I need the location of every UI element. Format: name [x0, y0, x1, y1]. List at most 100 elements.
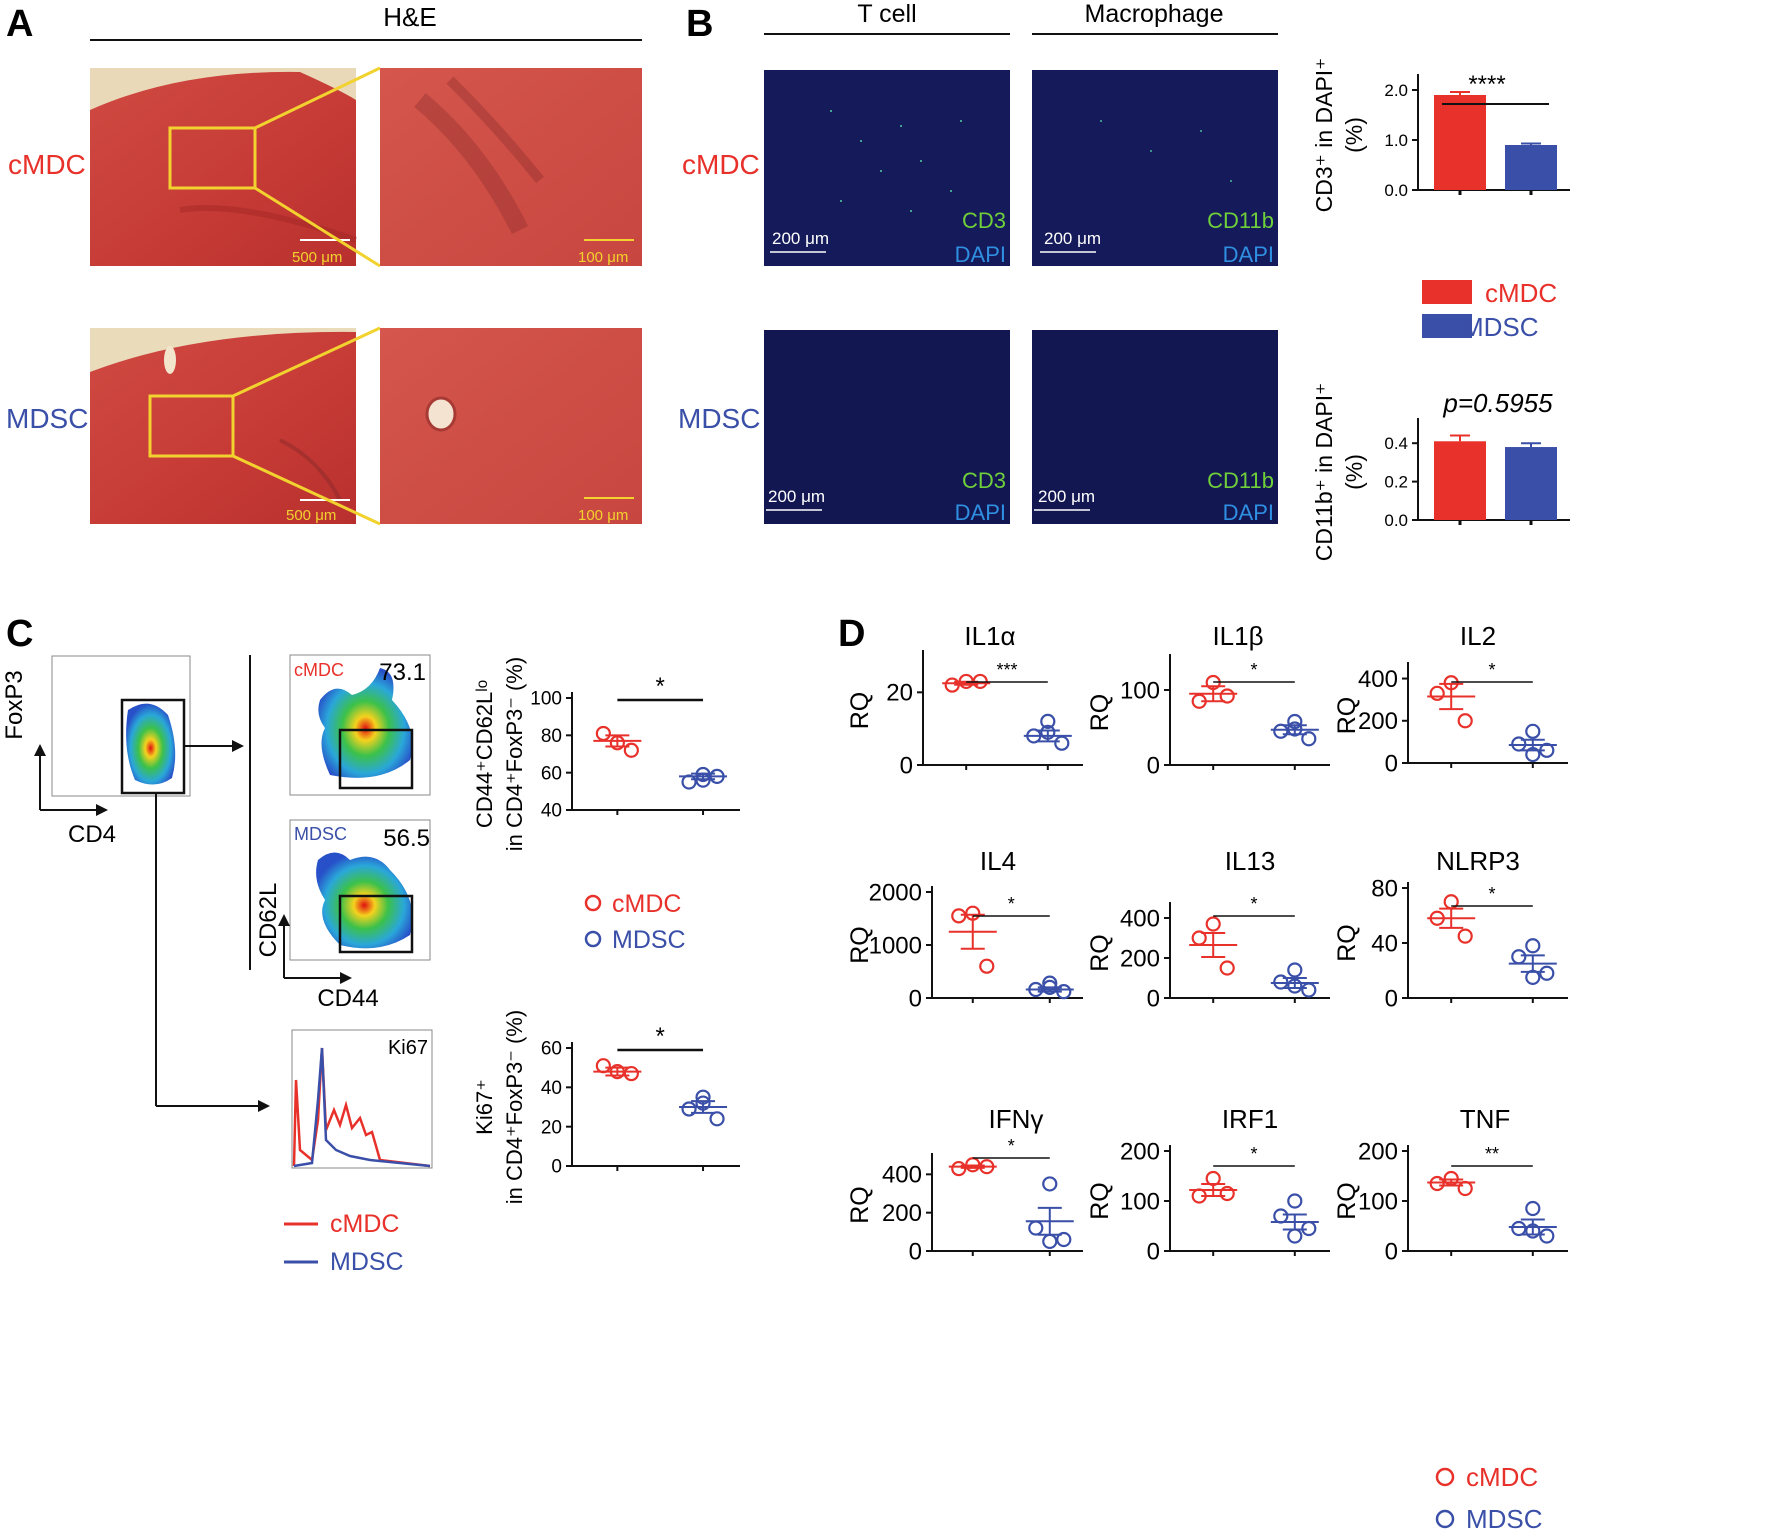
- dapi-label: DAPI: [1223, 500, 1274, 525]
- data-point-cmdc: [951, 1160, 967, 1177]
- data-point-mdsc: [1042, 1233, 1058, 1250]
- bar-cmdc: [1434, 441, 1486, 520]
- data-point-mdsc: [1273, 723, 1289, 739]
- data-point-cmdc: [1429, 1175, 1445, 1192]
- scale-bar-label: 200 μm: [1038, 487, 1095, 506]
- data-point-cmdc: [1457, 928, 1473, 944]
- gate-percent-mdsc: 56.5: [383, 825, 430, 852]
- hist-legend-mdsc: MDSC: [330, 1248, 404, 1276]
- tick-label: 80: [1371, 875, 1398, 902]
- data-point-mdsc: [709, 1111, 725, 1127]
- data-point-mdsc: [1287, 962, 1303, 978]
- tick-label: 100: [530, 689, 562, 710]
- y-axis-label: RQ: [1086, 1182, 1114, 1220]
- legend-label-mdsc: MDSC: [1466, 1504, 1543, 1534]
- scale-bar-label: 200 μm: [1044, 229, 1101, 248]
- data-point-mdsc: [1511, 736, 1527, 752]
- significance-label: ****: [1468, 71, 1505, 98]
- hist-legend-cmdc: cMDC: [330, 1210, 399, 1238]
- tick-label: 0: [1147, 752, 1160, 779]
- legend-label-mdsc: MDSC: [612, 926, 686, 954]
- chart-title: IL2: [1460, 621, 1496, 651]
- data-point-cmdc: [1205, 1170, 1221, 1187]
- tick-label: 200: [1120, 1138, 1160, 1165]
- data-point-mdsc: [1028, 981, 1044, 998]
- data-point-mdsc: [681, 774, 697, 790]
- marker-label: CD11b: [1207, 208, 1274, 233]
- axis-label-cd62l: CD62L: [255, 883, 282, 958]
- data-point-mdsc: [1511, 949, 1527, 965]
- data-point-cmdc: [965, 905, 981, 921]
- hist-label-ki67: Ki67: [388, 1037, 428, 1059]
- tick-label: 80: [541, 726, 562, 747]
- tick-label: 1.0: [1384, 131, 1408, 150]
- data-point-mdsc: [1287, 713, 1303, 730]
- data-point-mdsc: [1287, 1228, 1303, 1244]
- y-axis-label: Ki67⁺: [472, 1079, 497, 1135]
- data-point-mdsc: [1042, 1176, 1058, 1192]
- y-axis-label: in CD4⁺FoxP3⁻ (%): [502, 1010, 527, 1204]
- tick-label: 60: [541, 763, 562, 784]
- y-axis-label: in CD4⁺FoxP3⁻ (%): [502, 657, 527, 851]
- data-point-mdsc: [1539, 742, 1555, 758]
- he-image-mdsc-high: 100 μm: [380, 328, 642, 524]
- col-header-tcell: T cell: [857, 0, 916, 28]
- tick-label: 400: [1120, 905, 1160, 932]
- data-point-mdsc: [1525, 1200, 1541, 1217]
- bar-cmdc: [1434, 95, 1486, 190]
- y-axis-label: CD3⁺ in DAPI⁺: [1311, 58, 1337, 213]
- chart-title: IL1β: [1212, 621, 1263, 651]
- y-axis-label: CD11b⁺ in DAPI⁺: [1311, 383, 1337, 562]
- scale-bar-label: 500 μm: [292, 249, 342, 266]
- tick-label: 0: [1385, 1238, 1398, 1265]
- data-point-cmdc: [623, 1065, 639, 1082]
- if-image-mdsc-cd3: 200 μm CD3 DAPI: [764, 330, 1010, 525]
- row-label-mdsc: MDSC: [678, 403, 760, 434]
- if-image-cmdc-cd3: 200 μm CD3 DAPI: [764, 70, 1010, 267]
- data-point-cmdc: [1443, 894, 1459, 910]
- data-point-cmdc: [1457, 1180, 1473, 1197]
- tick-label: 0: [1147, 1238, 1160, 1265]
- axis-label-foxp3: FoxP3: [1, 670, 28, 739]
- marker-label: CD3: [962, 208, 1006, 233]
- significance-label: *: [656, 673, 665, 700]
- data-point-mdsc: [1040, 713, 1056, 730]
- significance-label: *: [1250, 894, 1257, 914]
- tick-label: 0.0: [1384, 181, 1408, 200]
- tick-label: 0: [909, 1238, 922, 1265]
- tick-label: 200: [1358, 1138, 1398, 1165]
- scatter-legend-c: cMDC MDSC: [584, 890, 686, 954]
- significance-label: ***: [996, 660, 1017, 680]
- tick-label: 40: [1371, 930, 1398, 957]
- row-label-cmdc: cMDC: [8, 149, 86, 180]
- y-axis-label: RQ: [1333, 697, 1361, 735]
- panel-letter: B: [686, 3, 713, 45]
- bar-mdsc: [1505, 447, 1557, 520]
- axis-label-cd44: CD44: [317, 985, 378, 1012]
- data-point-cmdc: [1191, 930, 1207, 946]
- y-axis-label: RQ: [1086, 694, 1114, 732]
- flow-plot-cmdc: cMDC 73.1: [289, 654, 431, 796]
- data-point-cmdc: [1219, 1185, 1235, 1202]
- tick-label: 2000: [869, 879, 922, 906]
- significance-label: *: [1008, 894, 1015, 914]
- if-image-mdsc-cd11b: 200 μm CD11b DAPI: [1032, 330, 1278, 525]
- data-point-mdsc: [1273, 974, 1289, 990]
- data-point-cmdc: [1191, 693, 1207, 709]
- data-point-mdsc: [1525, 1223, 1541, 1239]
- legend-label-mdsc: MDSC: [1462, 312, 1539, 342]
- data-point-cmdc: [1443, 675, 1459, 691]
- legend-d: cMDC MDSC: [1435, 1462, 1543, 1534]
- tick-label: 40: [541, 1078, 562, 1099]
- tick-label: 200: [1120, 945, 1160, 972]
- data-point-cmdc: [595, 725, 611, 742]
- dapi-label: DAPI: [955, 242, 1006, 267]
